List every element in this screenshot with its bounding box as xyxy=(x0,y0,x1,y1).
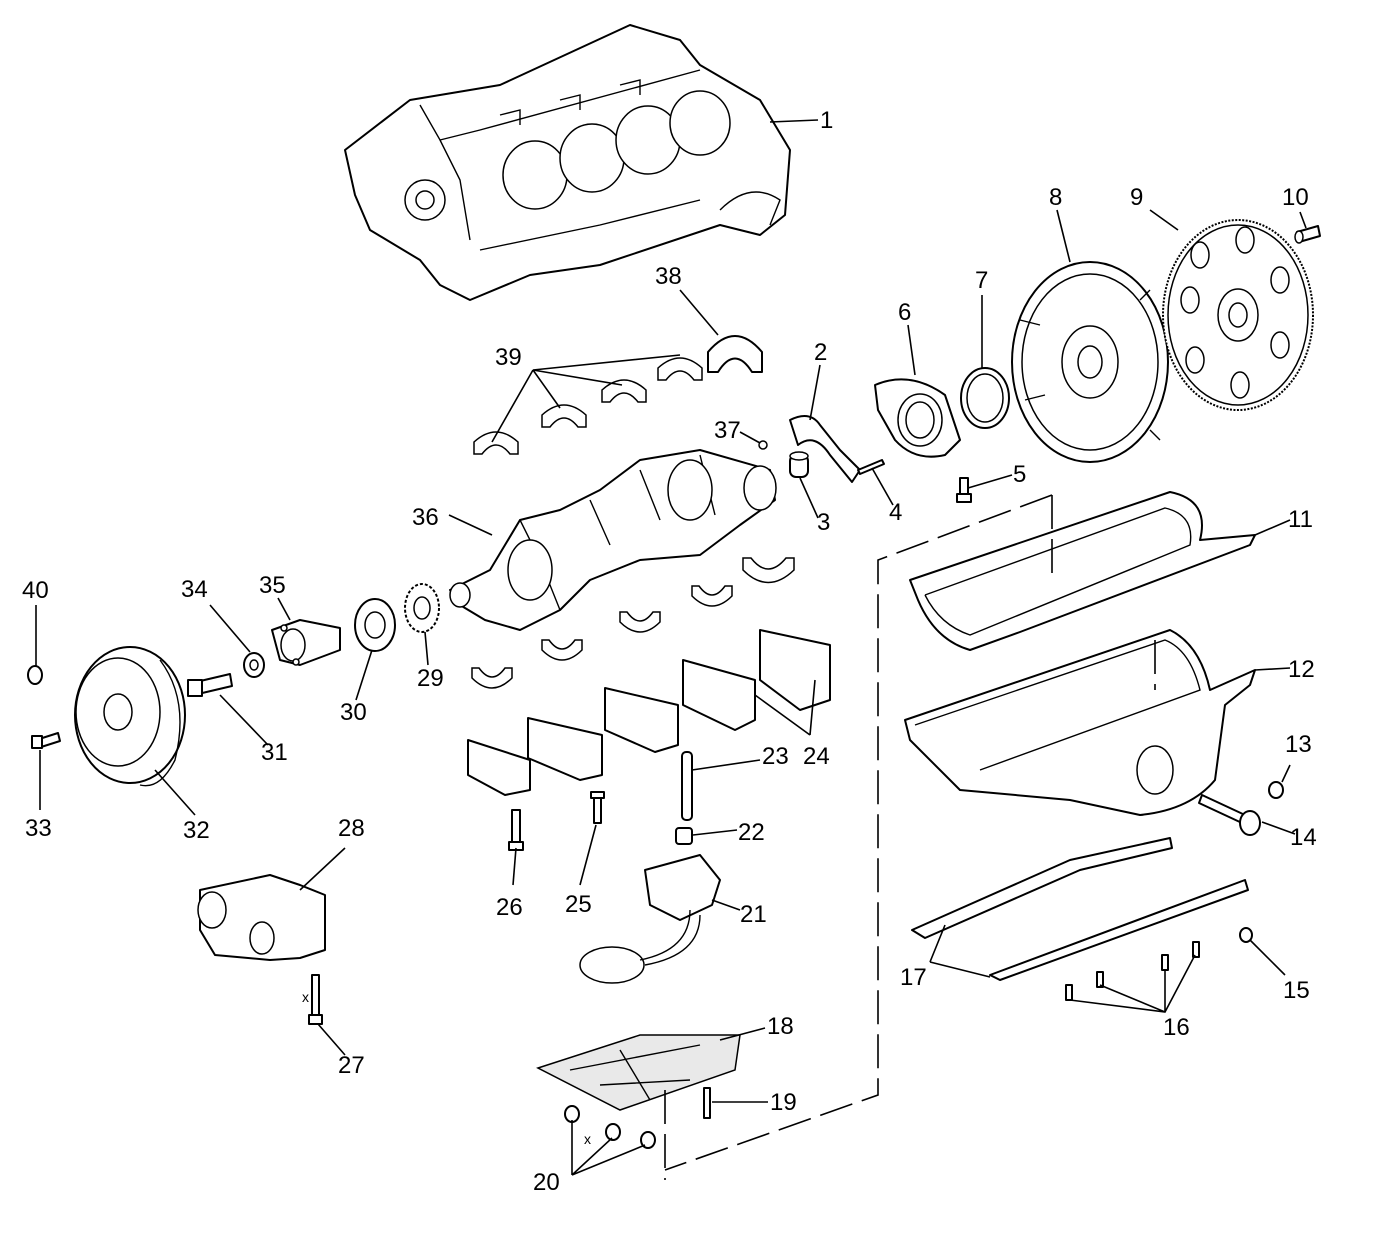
callout-15: 15 xyxy=(1283,977,1310,1004)
callout-10: 10 xyxy=(1282,184,1309,211)
pilot-bushing xyxy=(789,451,809,478)
flexplate-bolt xyxy=(1294,225,1321,244)
callout-9: 9 xyxy=(1130,184,1143,211)
oil-slinger xyxy=(354,598,396,652)
engine-block xyxy=(344,24,791,301)
drain-plug xyxy=(1268,781,1284,799)
callout-36: 36 xyxy=(412,504,439,531)
oil-pump xyxy=(579,854,721,984)
callout-25: 25 xyxy=(565,891,592,918)
crankshaft xyxy=(449,449,777,631)
balancer-bolt xyxy=(187,673,233,697)
callout-21: 21 xyxy=(740,901,767,928)
washer xyxy=(243,652,265,678)
callout-14: 14 xyxy=(1290,824,1317,851)
callout-16: 16 xyxy=(1163,1014,1190,1041)
callout-1: 1 xyxy=(820,107,833,134)
callout-24: 24 xyxy=(803,743,830,770)
crank-sprocket xyxy=(404,583,440,633)
retainer-bolt xyxy=(956,477,972,503)
callout-26: 26 xyxy=(496,894,523,921)
callout-8: 8 xyxy=(1049,184,1062,211)
callout-27: 27 xyxy=(338,1052,365,1079)
starter-motor xyxy=(197,874,326,961)
oil-pump-drive-shaft xyxy=(681,751,693,821)
callout-23: 23 xyxy=(762,743,789,770)
callout-2: 2 xyxy=(814,339,827,366)
dowel-pin xyxy=(758,440,768,450)
callout-11: 11 xyxy=(1288,506,1313,533)
oil-pan-gasket xyxy=(909,491,1256,651)
callout-19: 19 xyxy=(770,1089,797,1116)
stud xyxy=(857,459,885,475)
oil-pan-studs xyxy=(1065,941,1200,1001)
mark-x-starter-bolt: x xyxy=(302,989,309,1005)
callout-37: 37 xyxy=(714,417,741,444)
callout-3: 3 xyxy=(817,509,830,536)
oil-deflector xyxy=(536,1034,741,1111)
assembly-group-lines xyxy=(664,494,1156,1180)
nut xyxy=(27,665,43,685)
callout-labels: 1 2 3 4 5 6 7 8 9 10 11 12 13 14 15 16 1… xyxy=(22,107,1317,1196)
pan-nut xyxy=(1239,927,1253,943)
bolt xyxy=(31,732,61,749)
oil-pan xyxy=(904,629,1256,816)
callout-6: 6 xyxy=(898,299,911,326)
harmonic-balancer xyxy=(74,646,186,787)
main-bearing-upper-set xyxy=(473,335,763,455)
callout-39: 39 xyxy=(495,344,522,371)
callout-29: 29 xyxy=(417,665,444,692)
callout-17: 17 xyxy=(900,964,927,991)
callout-33: 33 xyxy=(25,815,52,842)
oil-pan-bolt xyxy=(1198,794,1261,836)
drive-shaft-sleeve xyxy=(675,827,693,845)
main-bearing-caps xyxy=(467,629,831,796)
main-cap-bolt xyxy=(590,791,605,824)
callout-12: 12 xyxy=(1288,656,1315,683)
callout-22: 22 xyxy=(738,819,765,846)
flexplate xyxy=(1162,219,1314,411)
callout-38: 38 xyxy=(655,263,682,290)
rear-seal-housing xyxy=(874,378,961,458)
callout-5: 5 xyxy=(1013,461,1026,488)
callout-13: 13 xyxy=(1285,731,1312,758)
callout-35: 35 xyxy=(259,572,286,599)
callout-32: 32 xyxy=(183,817,210,844)
deflector-nuts xyxy=(564,1105,656,1149)
callout-18: 18 xyxy=(767,1013,794,1040)
callout-40: 40 xyxy=(22,577,49,604)
starter-bolt xyxy=(308,974,323,1025)
oil-pan-side-gaskets xyxy=(911,837,1249,981)
callout-28: 28 xyxy=(338,815,365,842)
mark-x-deflector-nut: x xyxy=(584,1131,591,1147)
callout-4: 4 xyxy=(889,499,902,526)
callout-30: 30 xyxy=(340,699,367,726)
rear-main-seal xyxy=(960,367,1010,429)
callout-31: 31 xyxy=(261,739,288,766)
callout-20: 20 xyxy=(533,1169,560,1196)
main-bearing-lower-set xyxy=(471,557,795,689)
callout-7: 7 xyxy=(975,267,988,294)
callout-34: 34 xyxy=(181,576,208,603)
rear-seal-retainer-gasket xyxy=(789,415,861,483)
flywheel xyxy=(1011,261,1169,463)
leader-lines xyxy=(35,119,1307,1176)
crank-sprocket-hub xyxy=(271,619,341,666)
main-cap-stud-bolt xyxy=(508,809,524,851)
deflector-stud xyxy=(703,1087,711,1119)
